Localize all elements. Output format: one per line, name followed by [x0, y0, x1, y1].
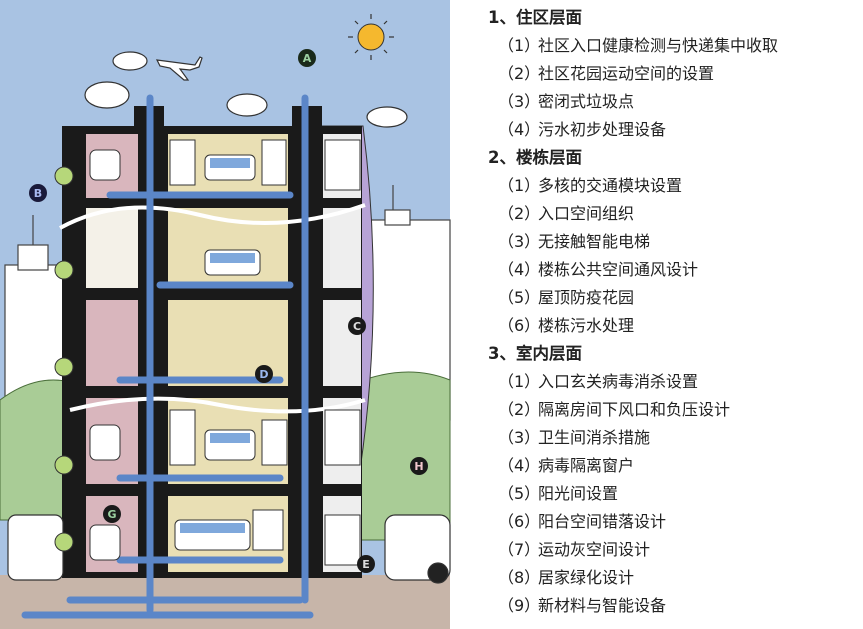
- item-text: 阳光间设置: [538, 484, 619, 503]
- item-text: 无接触智能电梯: [538, 232, 651, 251]
- item-text: 社区入口健康检测与快递集中收取: [538, 36, 779, 55]
- drain-pipes: [21, 94, 314, 619]
- item-text: 密闭式垃圾点: [538, 92, 635, 111]
- list-item: （6）阳台空间错落设计: [488, 508, 858, 536]
- list-item: （3）卫生间消杀措施: [488, 424, 858, 452]
- sun-icon: [348, 14, 394, 60]
- svg-text:C: C: [353, 320, 361, 333]
- item-number: （4）: [498, 120, 541, 139]
- item-number: （2）: [498, 204, 541, 223]
- list-item: （2）社区花园运动空间的设置: [488, 60, 858, 88]
- svg-text:H: H: [414, 460, 423, 473]
- list-item: （4）病毒隔离窗户: [488, 452, 858, 480]
- item-number: （3）: [498, 428, 541, 447]
- list-item: （4）楼栋公共空间通风设计: [488, 256, 858, 284]
- item-text: 楼栋污水处理: [538, 316, 635, 335]
- section-title: 2、楼栋层面: [488, 148, 582, 167]
- item-text: 入口空间组织: [538, 204, 635, 223]
- marker-h: H: [410, 457, 428, 475]
- item-text: 社区花园运动空间的设置: [538, 64, 715, 83]
- item-number: （2）: [498, 64, 541, 83]
- svg-text:A: A: [303, 52, 312, 65]
- fixtures: [89, 139, 361, 566]
- item-text: 入口玄关病毒消杀设置: [538, 372, 699, 391]
- item-number: （9）: [498, 596, 541, 615]
- clouds: [84, 51, 408, 128]
- marker-g: G: [103, 505, 121, 523]
- item-text: 阳台空间错落设计: [538, 512, 667, 531]
- item-number: （6）: [498, 316, 541, 335]
- marker-c: C: [348, 317, 366, 335]
- item-text: 楼栋公共空间通风设计: [538, 260, 699, 279]
- svg-text:E: E: [362, 558, 370, 571]
- item-number: （3）: [498, 92, 541, 111]
- svg-text:B: B: [34, 187, 42, 200]
- item-number: （1）: [498, 372, 541, 391]
- list-item: （9）新材料与智能设备: [488, 592, 858, 620]
- list-item: （2）隔离房间下风口和负压设计: [488, 396, 858, 424]
- item-number: （6）: [498, 512, 541, 531]
- marker-d: D: [255, 365, 273, 383]
- list-item: （1）多核的交通模块设置: [488, 172, 858, 200]
- item-number: （7）: [498, 540, 541, 559]
- item-number: （2）: [498, 400, 541, 419]
- list-item: （4）污水初步处理设备: [488, 116, 858, 144]
- item-text: 新材料与智能设备: [538, 596, 667, 615]
- marker-a: A: [298, 49, 316, 67]
- item-text: 隔离房间下风口和负压设计: [538, 400, 731, 419]
- outline-list: 1、住区层面（1）社区入口健康检测与快递集中收取（2）社区花园运动空间的设置（3…: [488, 4, 858, 620]
- list-item: （1）入口玄关病毒消杀设置: [488, 368, 858, 396]
- list-item: （6）楼栋污水处理: [488, 312, 858, 340]
- item-number: （1）: [498, 176, 541, 195]
- item-text: 卫生间消杀措施: [538, 428, 651, 447]
- list-item: （5）阳光间设置: [488, 480, 858, 508]
- item-number: （1）: [498, 36, 541, 55]
- item-number: （8）: [498, 568, 541, 587]
- item-text: 居家绿化设计: [538, 568, 635, 587]
- building-plumbing-illustration: A B C D E G H: [0, 0, 451, 629]
- item-number: （4）: [498, 456, 541, 475]
- item-text: 污水初步处理设备: [538, 120, 667, 139]
- item-text: 屋顶防疫花园: [538, 288, 635, 307]
- item-text: 多核的交通模块设置: [538, 176, 683, 195]
- svg-text:D: D: [259, 368, 268, 381]
- svg-text:G: G: [107, 508, 116, 521]
- vegetation: [0, 371, 451, 541]
- list-item: （7）运动灰空间设计: [488, 536, 858, 564]
- label-markers: A B C D E G H: [29, 49, 428, 573]
- list-item: （5）屋顶防疫花园: [488, 284, 858, 312]
- list-item: （8）居家绿化设计: [488, 564, 858, 592]
- item-number: （4）: [498, 260, 541, 279]
- item-number: （5）: [498, 288, 541, 307]
- list-item: （3）密闭式垃圾点: [488, 88, 858, 116]
- item-text: 病毒隔离窗户: [538, 456, 635, 475]
- cars: [7, 514, 451, 584]
- marker-e: E: [357, 555, 375, 573]
- item-number: （5）: [498, 484, 541, 503]
- planters: [54, 166, 74, 552]
- bathwater: [180, 158, 255, 533]
- item-number: （3）: [498, 232, 541, 251]
- section-title: 3、室内层面: [488, 344, 582, 363]
- list-item: （1）社区入口健康检测与快递集中收取: [488, 32, 858, 60]
- marker-b: B: [29, 184, 47, 202]
- item-text: 运动灰空间设计: [538, 540, 651, 559]
- list-item: （2）入口空间组织: [488, 200, 858, 228]
- list-item: （3）无接触智能电梯: [488, 228, 858, 256]
- section-title: 1、住区层面: [488, 8, 582, 27]
- airplane-icon: [155, 56, 203, 81]
